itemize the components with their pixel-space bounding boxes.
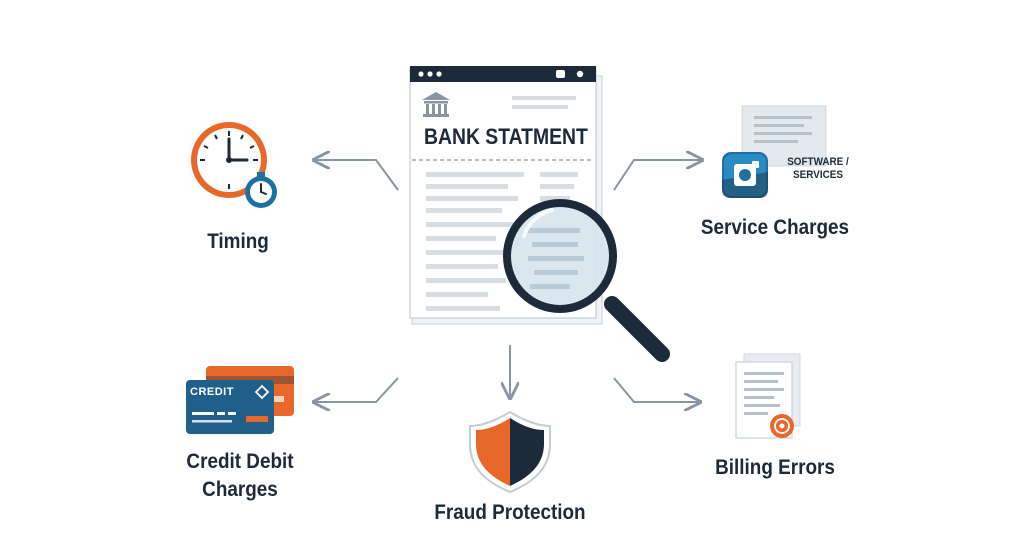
arrow-to-service-charges — [613, 160, 702, 191]
statement-text-lines — [426, 172, 578, 311]
timing-label: Timing — [207, 230, 269, 253]
bank-building-icon — [422, 92, 450, 117]
card-label: CREDIT — [190, 386, 234, 398]
fraud-protection-label: Fraud Protection — [434, 501, 586, 524]
credit-debit-charges-label: Credit Debit Charges — [186, 450, 294, 501]
connectors — [314, 160, 702, 402]
magnifying-glass-icon — [503, 199, 670, 362]
arrow-to-credit-debit — [314, 377, 399, 402]
arrow-to-timing — [314, 160, 399, 191]
billing-errors-label: Billing Errors — [715, 456, 835, 479]
credit-card-icon — [186, 366, 294, 434]
software-services-caption-line1: SOFTWARE / — [787, 156, 849, 168]
window-title-bar — [410, 66, 596, 82]
software-services-caption-line2: SERVICES — [793, 169, 843, 181]
shield-icon — [469, 410, 551, 494]
software-services-caption: SOFTWARE / SERVICES — [782, 156, 854, 182]
service-charges-label: Service Charges — [700, 216, 850, 239]
stopwatch-icon — [245, 172, 277, 208]
clock-icon — [191, 122, 267, 198]
error-badge-icon — [770, 414, 794, 438]
software-app-icon — [722, 152, 768, 198]
bank-statement-title: BANK STATMENT — [424, 124, 588, 149]
bank-statement-document — [409, 66, 603, 325]
arrow-to-billing-errors — [613, 377, 700, 402]
